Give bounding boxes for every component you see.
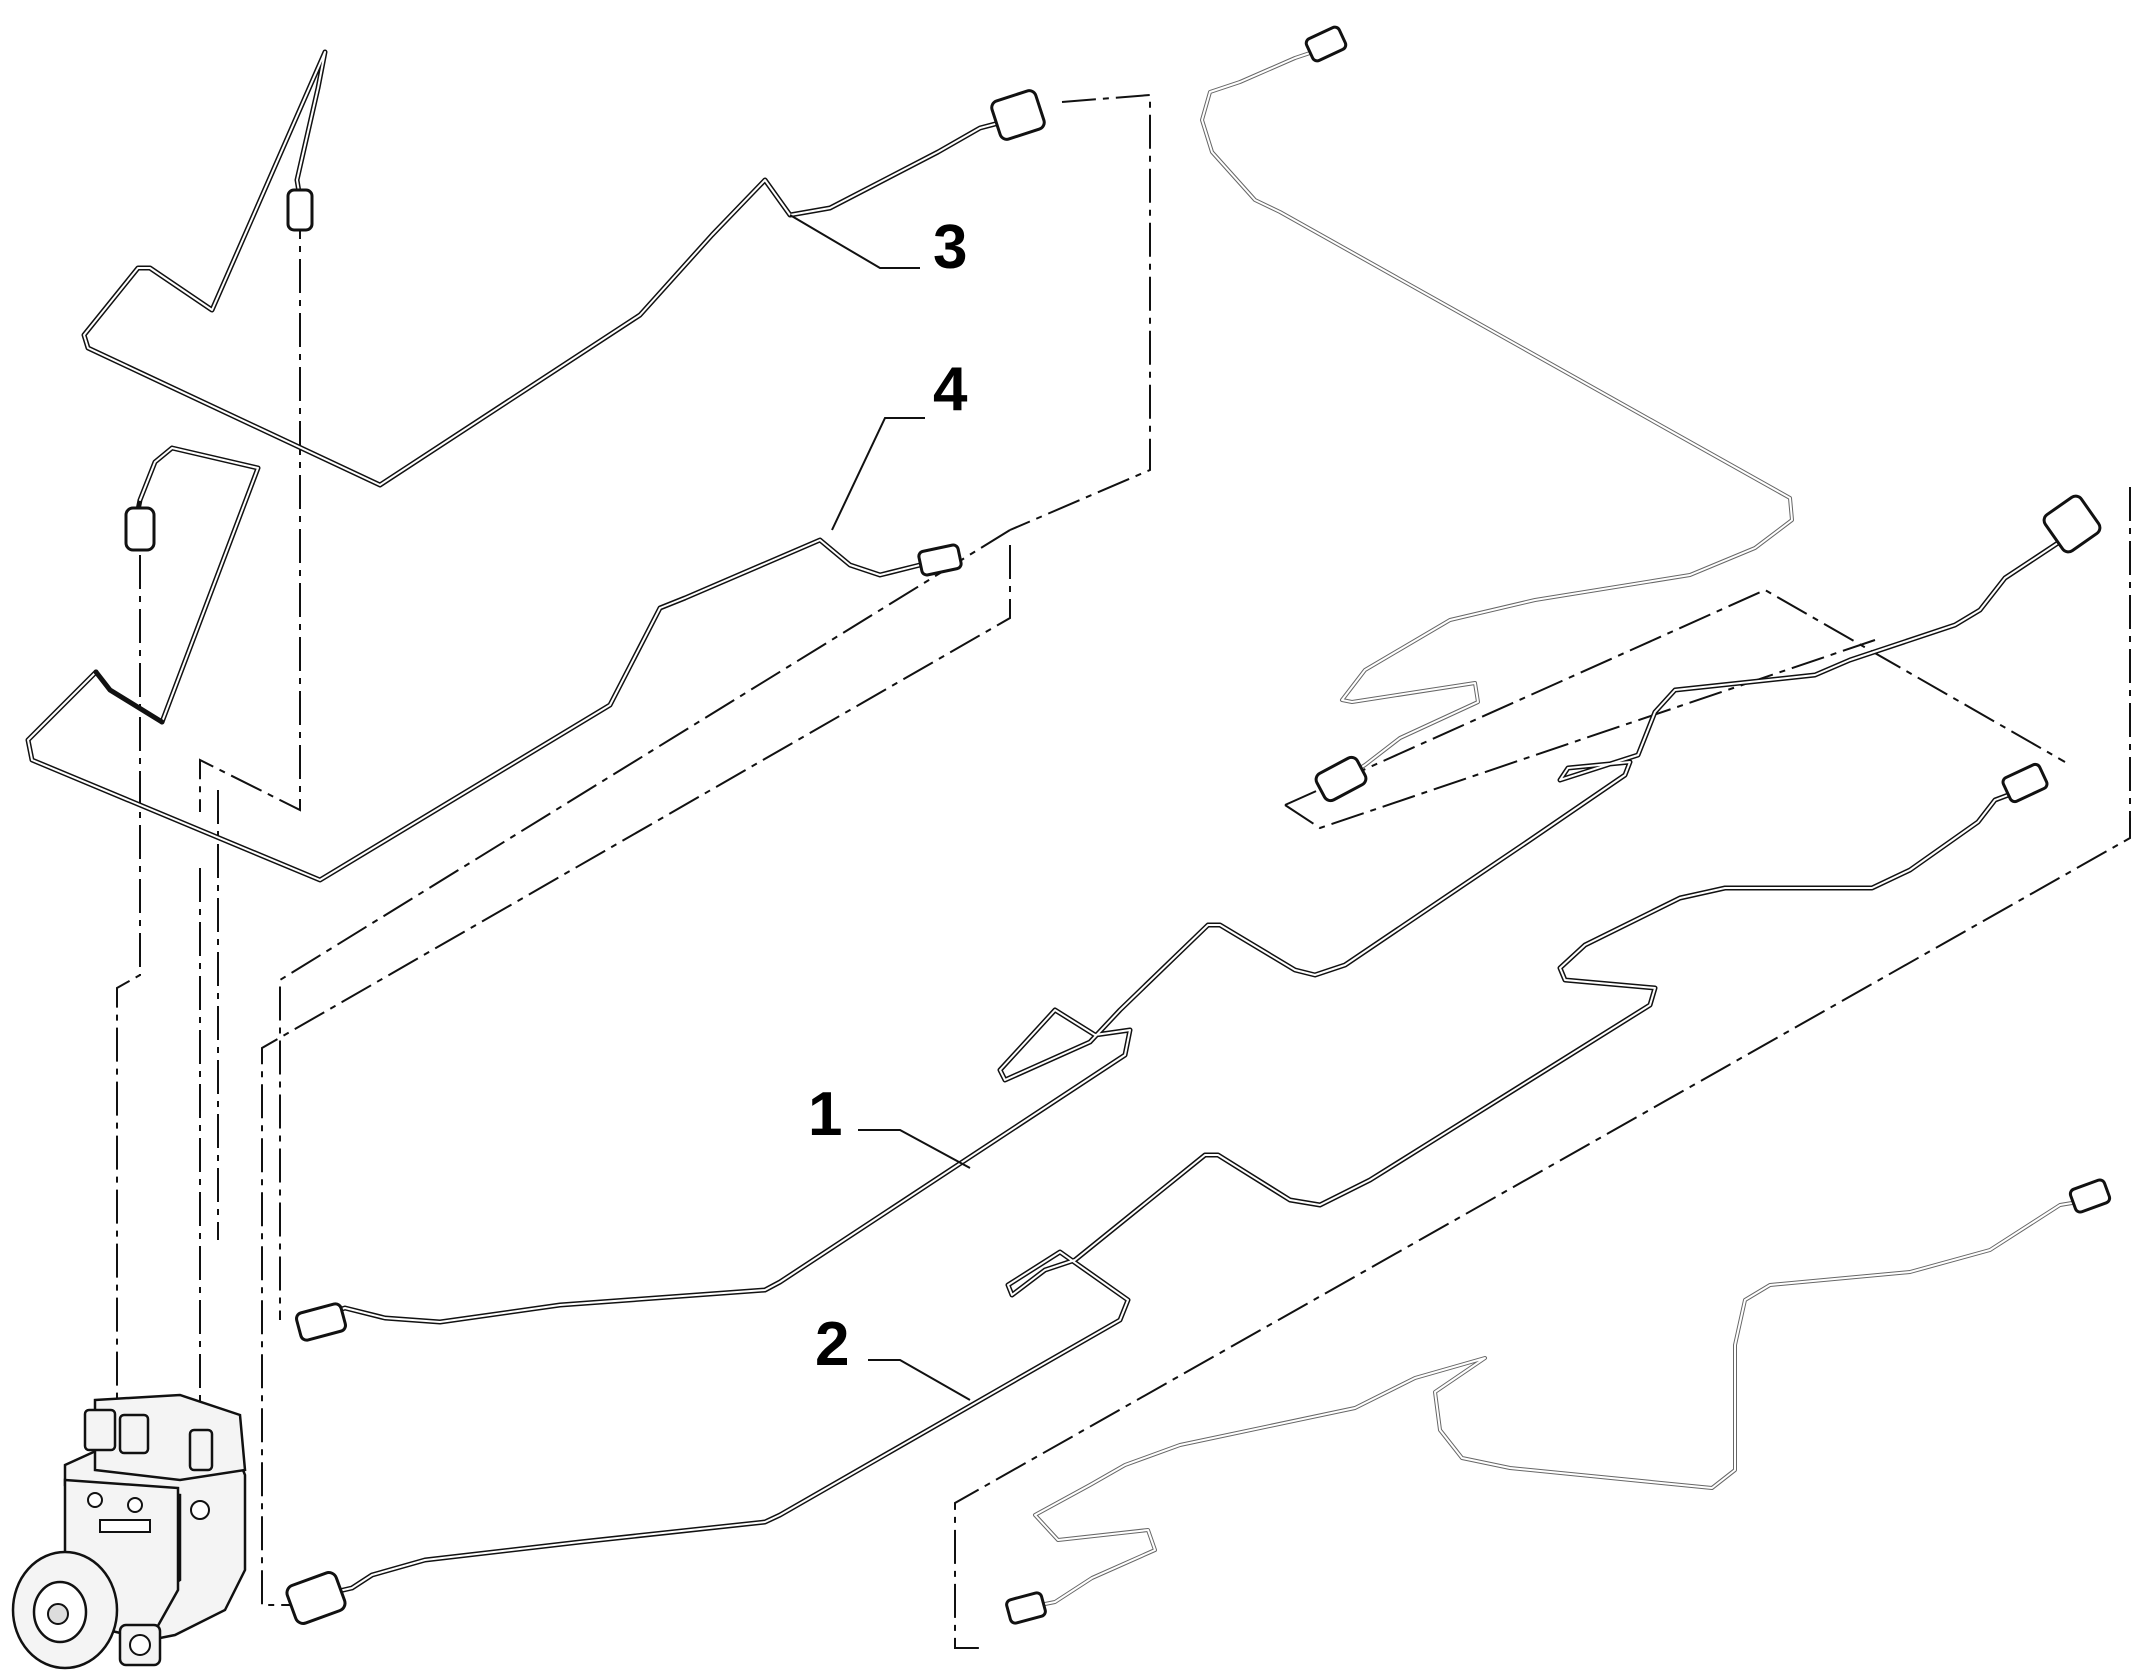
leader-4 xyxy=(831,417,925,531)
leader-lines xyxy=(789,214,971,1401)
frame-middle xyxy=(279,529,1011,1320)
brake-pipe-fitting-icon xyxy=(1005,25,2112,1625)
frame-upper xyxy=(1009,93,1151,531)
brake-pipe-fitting-icon xyxy=(295,1302,347,1342)
brake-pipe-fitting-icon xyxy=(917,543,963,577)
frame-right-ghost xyxy=(1284,639,1876,830)
ghost-pipe-bottom-right xyxy=(1023,1198,2092,1610)
abs-drop-line-1 xyxy=(199,205,301,812)
ghost-pipe-top-right xyxy=(1200,46,1794,784)
callout-3: 3 xyxy=(933,213,967,282)
frame-lower-left xyxy=(261,545,1011,1606)
ghost-pipes xyxy=(1005,25,2112,1625)
leader-1 xyxy=(858,1129,971,1169)
callout-labels: 3 4 1 2 xyxy=(808,213,968,1379)
brake-pipe-fitting-icon xyxy=(2001,762,2049,804)
leader-2 xyxy=(868,1359,971,1401)
abs-drop-line-2 xyxy=(116,555,141,1440)
brake-pipe-4 xyxy=(25,445,963,883)
brake-pipe-2 xyxy=(285,762,2049,1625)
brake-pipe-fitting-icon xyxy=(124,506,156,552)
brake-pipe-fitting-icon xyxy=(285,1571,347,1625)
brake-pipe-fitting-icon xyxy=(286,188,314,232)
assembly-frames xyxy=(116,93,2131,1649)
frame-right-inner xyxy=(1284,588,2066,806)
brake-pipe-1 xyxy=(295,494,2102,1342)
callout-4: 4 xyxy=(933,355,968,424)
callout-2: 2 xyxy=(815,1310,849,1379)
callout-1: 1 xyxy=(808,1080,842,1149)
brake-pipe-fitting-icon xyxy=(990,89,1046,141)
brake-pipe-3 xyxy=(81,49,1046,488)
abs-hydraulic-unit-icon xyxy=(11,1393,247,1670)
brake-pipe-fitting-icon xyxy=(2042,494,2102,554)
frame-right xyxy=(954,487,2131,1649)
leader-3 xyxy=(789,214,920,269)
